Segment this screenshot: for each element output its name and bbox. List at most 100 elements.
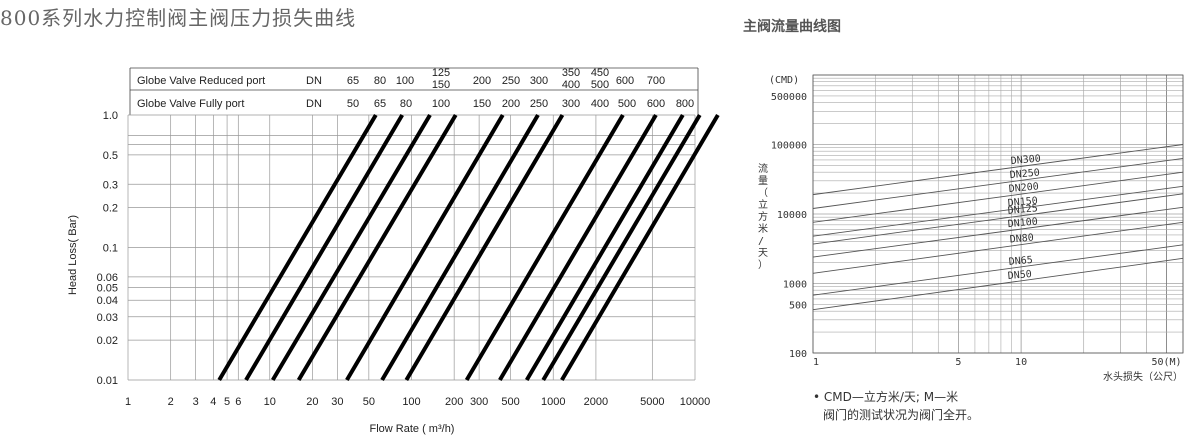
header-size-label: 100 [432,98,450,110]
header-size-label: 125 [432,67,450,79]
x-tick-label: 5 [224,396,230,408]
x-tick-label: 300 [470,396,488,408]
header-row-unit: DN [306,75,322,87]
y-tick-label: 0.5 [103,150,118,162]
flow-curve [812,144,1184,196]
x-tick-label: 2 [168,396,174,408]
header-size-label: 200 [502,98,520,110]
header-size-label: 80 [374,75,386,87]
x-tick-label: 1 [813,357,819,368]
x-tick-label: 30 [331,396,343,408]
header-size-label: 150 [432,79,450,91]
x-tick-label: 5000 [640,396,664,408]
header-size-label: 400 [562,79,580,91]
x-tick-label: 20 [306,396,318,408]
flow-curve [812,185,1184,237]
series-label: DN200 [1008,181,1039,195]
x-tick-label: 3 [193,396,199,408]
head-loss-curve [560,113,720,382]
x-tick-label: 10 [264,396,276,408]
head-loss-curve [525,113,685,382]
y-tick-label: 0.02 [97,335,118,347]
head-loss-curve [498,113,658,382]
flow-curve [812,221,1184,274]
header-size-label: 700 [647,75,665,87]
head-loss-curve [464,113,625,382]
x-axis-label: 水头损失（公尺） [1103,370,1183,383]
flow-curve [812,193,1184,245]
y-tick-label: 100 [789,349,807,360]
y-tick-label: 0.3 [103,179,118,191]
flow-curve [812,257,1184,311]
y-tick-label: 1000 [783,280,807,291]
head-loss-curve [404,113,565,382]
series-label: DN80 [1009,232,1034,245]
y-tick-label: 0.1 [103,243,118,255]
header-size-label: 50 [347,98,359,110]
x-tick-label: 4 [210,396,216,408]
head-loss-curve [217,113,378,382]
head-loss-curve [271,113,432,382]
x-tick-label: 50(M) [1151,357,1181,368]
y-tick-label: 500 [789,300,807,311]
x-tick-label: 50 [363,396,375,408]
flow-curve [812,244,1184,296]
right-chart-title: 主阀流量曲线图 [743,19,841,35]
x-tick-label: 500 [501,396,519,408]
x-tick-label: 5 [955,357,961,368]
y-unit-label: (CMD) [769,75,799,86]
y-tick-label: 500000 [771,92,807,103]
flow-curve [812,206,1184,258]
head-loss-curve [296,113,458,382]
header-size-label: 80 [400,98,412,110]
y-tick-label: 1.0 [103,110,118,122]
header-size-label: 450 [591,67,609,79]
header-size-label: 600 [647,98,665,110]
series-label: DN100 [1007,217,1038,231]
head-loss-curve [380,113,540,382]
x-tick-label: 100 [402,396,420,408]
plot-frame [812,74,1184,354]
header-row-label: Globe Valve Reduced port [137,75,265,87]
header-row-label: Globe Valve Fully port [137,98,244,110]
header-size-label: 65 [347,75,359,87]
x-tick-label: 1 [125,396,131,408]
flow-curve [812,157,1184,209]
header-size-label: 65 [374,98,386,110]
series-label: DN50 [1007,269,1032,282]
header-size-label: 250 [502,75,520,87]
y-tick-label: 0.01 [97,375,118,387]
series-label: DN150 [1007,196,1038,210]
left-chart-title: 800系列水力控制阀主阀压力损失曲线 [0,6,357,30]
header-size-label: 100 [396,75,414,87]
y-tick-label: 0.04 [97,295,118,307]
note-units: • CMD—立方米/天; M—米 [813,390,959,404]
header-size-label: 150 [473,98,491,110]
header-size-label: 250 [530,98,548,110]
y-tick-label: 100000 [771,141,807,152]
x-tick-label: 1000 [541,396,565,408]
header-row-unit: DN [306,98,322,110]
y-axis-label: Head Loss( Bar) [67,215,79,295]
y-tick-label: 0.05 [97,282,118,294]
x-tick-label: 10 [1015,357,1027,368]
x-tick-label: 10000 [680,396,711,408]
series-label: DN300 [1010,153,1041,167]
header-size-label: 300 [562,98,580,110]
note-test-condition: 阀门的测试状况为阀门全开。 [823,408,980,422]
header-size-label: 500 [591,79,609,91]
y-axis-label: 流量（立方米/天） [758,162,768,271]
x-tick-label: 6 [235,396,241,408]
header-size-label: 600 [616,75,634,87]
header-size-label: 800 [676,98,694,110]
header-size-label: 400 [591,98,609,110]
x-tick-label: 200 [445,396,463,408]
y-tick-label: 0.06 [97,272,118,284]
header-size-label: 300 [530,75,548,87]
header-size-label: 200 [473,75,491,87]
series-label: DN250 [1009,168,1040,182]
x-tick-label: 2000 [584,396,608,408]
head-loss-curve [345,113,505,382]
